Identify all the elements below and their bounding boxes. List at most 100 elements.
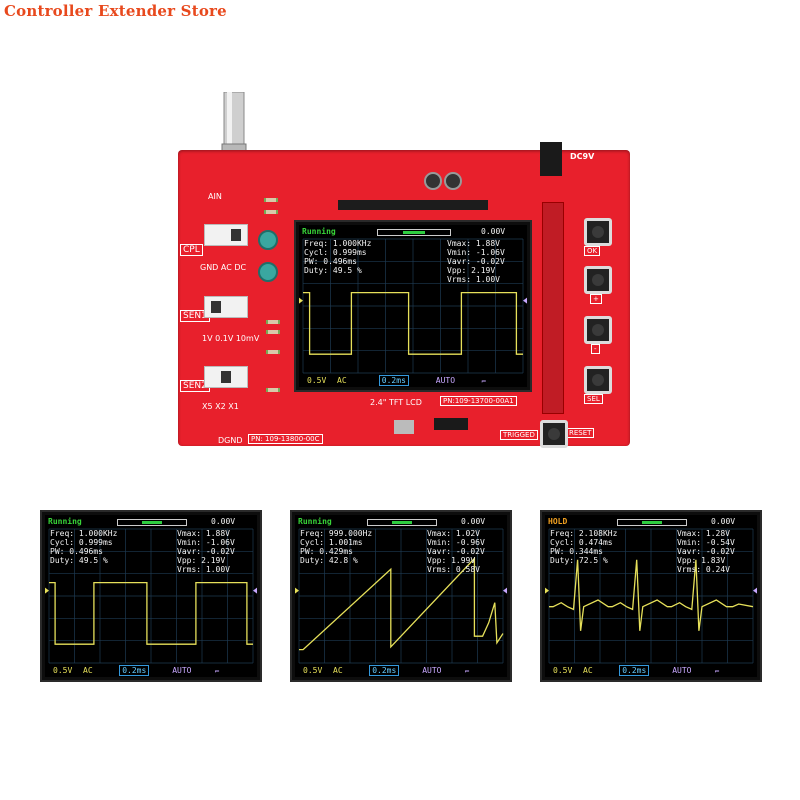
vpp-readout: Vpp: 1.83V [677,556,726,565]
plus-label: + [590,294,602,304]
trigger-edge-icon: ⫭ [714,666,720,675]
trigger-mode: AUTO [672,666,692,675]
resistor [266,350,280,354]
plus-button[interactable] [584,266,612,294]
sel-button[interactable] [584,366,612,394]
sen2-switch[interactable] [204,366,248,388]
vpp-readout: Vpp: 2.19V [177,556,226,565]
vavr-readout: Vavr: -0.02V [427,547,485,556]
resistor [266,388,280,392]
vrms-readout: Vrms: 0.58V [427,565,480,574]
vmin-readout: Vmin: -1.06V [177,538,235,547]
offset-voltage: 0.00V [461,517,486,526]
sen1-switch[interactable] [204,296,248,318]
connector [434,418,468,430]
scope-grid [299,238,527,374]
volts-per-div: 0.5V [553,666,573,675]
resistor [264,210,278,214]
trigger-edge-icon: ⫭ [214,666,220,675]
frequency-readout: Freq: 2.108KHz [550,529,618,538]
pulse-width-readout: PW: 0.496ms [50,547,103,556]
ok-label: OK [584,246,601,256]
timebase-setting: 0.2ms [619,665,650,676]
waveform-trace [549,559,754,631]
offset-marker [503,587,507,594]
vavr-readout: Vavr: -0.02V [677,547,735,556]
vavr-readout: Vavr: -0.02V [447,257,505,266]
dgnd-label: DGND [218,436,243,445]
vrms-readout: Vrms: 1.00V [177,565,230,574]
pulse-width-readout: PW: 0.429ms [300,547,353,556]
trigger-level-marker [295,587,299,594]
cpl-label: CPL [180,244,203,256]
coupling-mode: AC [337,376,347,385]
vmin-readout: Vmin: -1.06V [447,248,505,257]
scope-grid [545,528,757,664]
timebase-setting: 0.2ms [369,665,400,676]
vmax-readout: Vmax: 1.02V [427,529,480,538]
pulse-width-readout: PW: 0.496ms [304,257,357,266]
run-status: Running [302,227,336,236]
pn-right: PN:109-13700-00A1 [440,396,517,406]
capacitor [424,172,442,190]
vavr-readout: Vavr: -0.02V [177,547,235,556]
timebase-position-slider [376,229,452,236]
vrms-readout: Vrms: 0.24V [677,565,730,574]
vmax-readout: Vmax: 1.88V [447,239,500,248]
usb-port [394,420,414,434]
store-watermark: Controller Extender Store [4,2,227,20]
vrms-readout: Vrms: 1.00V [447,275,500,284]
trigger-mode: AUTO [172,666,192,675]
waveform-trace [303,291,523,355]
trigger-edge-icon: ⫭ [464,666,470,675]
vmax-readout: Vmax: 1.88V [177,529,230,538]
offset-marker [523,297,527,304]
duty-readout: Duty: 72.5 % [550,556,608,565]
pn-left: PN: 109-13800-00C [248,434,323,444]
cpl-positions: GND AC DC [200,263,247,272]
reset-button[interactable] [540,420,568,448]
trigger-mode: AUTO [435,376,456,385]
offset-marker [253,587,257,594]
trigger-level-marker [299,297,303,304]
pulse-width-readout: PW: 0.344ms [550,547,603,556]
sel-label: SEL [584,394,603,404]
ok-button[interactable] [584,218,612,246]
coupling-mode: AC [583,666,593,675]
waveform-trace [299,556,504,651]
trigger-level-marker [545,587,549,594]
minus-label: - [591,344,600,354]
frequency-readout: Freq: 999.000Hz [300,529,373,538]
trigged-label: TRIGGED [500,430,538,440]
scope-grid [295,528,507,664]
ain-label: AIN [208,192,222,201]
waveform-trace [49,581,253,645]
pin-header [338,200,488,210]
duty-readout: Duty: 49.5 % [50,556,108,565]
vpp-readout: Vpp: 2.19V [447,266,496,275]
sen2-positions: X5 X2 X1 [202,402,239,411]
coupling-mode: AC [83,666,93,675]
dc-label: DC9V [570,152,595,161]
cycle-readout: Cycl: 0.474ms [550,538,613,547]
duty-readout: Duty: 42.8 % [300,556,358,565]
trigger-level-marker [45,587,49,594]
cpl-switch[interactable] [204,224,248,246]
vmax-readout: Vmax: 1.28V [677,529,730,538]
volts-per-div: 0.5V [303,666,323,675]
run-status: Running [298,517,332,526]
offset-voltage: 0.00V [211,517,236,526]
capacitor [444,172,462,190]
dc-jack [540,142,562,176]
cycle-readout: Cycl: 0.999ms [50,538,113,547]
trigger-mode: AUTO [422,666,442,675]
minus-button[interactable] [584,316,612,344]
offset-voltage: 0.00V [481,227,506,236]
trim-pot-2[interactable] [258,262,278,282]
duty-readout: Duty: 49.5 % [304,266,362,275]
trim-pot-1[interactable] [258,230,278,250]
frequency-readout: Freq: 1.000KHz [304,239,372,248]
